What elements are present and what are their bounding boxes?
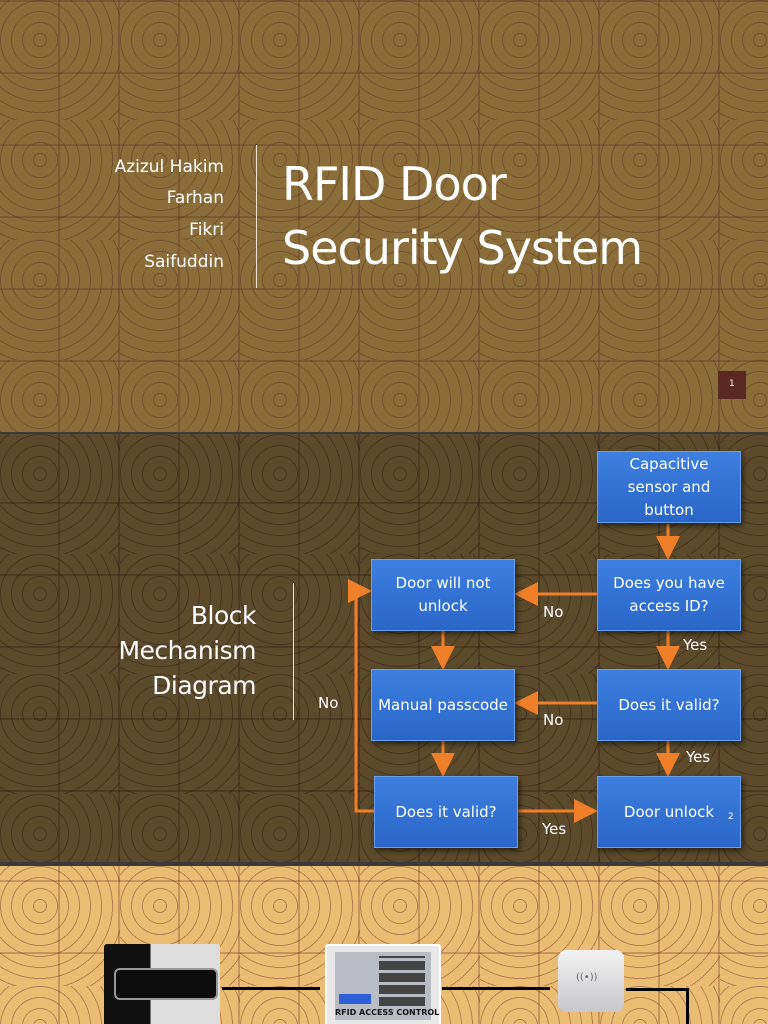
keypad-panel: RFID ACCESS CONTROL	[335, 952, 440, 1020]
connector-arrow	[442, 987, 550, 990]
door-handle	[114, 968, 218, 1000]
connector-line	[626, 988, 686, 991]
slide-1[interactable]: Azizul Hakim Farhan Fikri Saifuddin RFID…	[0, 0, 768, 432]
edge-label-yes: Yes	[686, 748, 711, 766]
slide-number-badge	[718, 371, 746, 399]
arrow-no-manual-loop	[348, 579, 374, 813]
node-have-access-id: Does you have access ID?	[597, 559, 741, 631]
author-name: Azizul Hakim	[114, 157, 224, 177]
slide-3[interactable]: RFID ACCESS CONTROL ((•))	[0, 866, 768, 1024]
edge-label-no: No	[318, 694, 339, 712]
connector-arrow	[222, 987, 320, 990]
node-capacitive-sensor: Capacitive sensor and button	[597, 451, 741, 523]
node-manual-passcode: Manual passcode	[371, 669, 515, 741]
divider	[256, 145, 257, 288]
door-lock-image	[104, 944, 220, 1024]
edge-label-yes: Yes	[542, 820, 567, 838]
slide-number: 1	[729, 379, 735, 389]
title-line: Mechanism	[118, 636, 256, 665]
divider	[293, 583, 294, 720]
title-line: Diagram	[152, 671, 256, 700]
node-id-valid: Does it valid?	[597, 669, 741, 741]
slide-title: RFID Door Security System	[282, 152, 643, 280]
title-line: Block	[190, 601, 257, 630]
author-name: Saifuddin	[144, 252, 224, 272]
keypad-keys	[379, 956, 425, 1006]
wireless-icon: ((•))	[576, 972, 598, 983]
connector-line	[686, 988, 689, 1024]
edge-label-no: No	[543, 711, 564, 729]
slide-title: Block Mechanism Diagram	[118, 598, 256, 703]
keypad-label: RFID ACCESS CONTROL	[335, 1008, 440, 1017]
rfid-reader-image: ((•))	[558, 950, 624, 1012]
edge-label-yes: Yes	[683, 636, 708, 654]
node-door-unlock: Door unlock	[597, 776, 741, 848]
keypad-display	[339, 994, 371, 1004]
slide-number: 2	[728, 812, 734, 822]
keypad-image: RFID ACCESS CONTROL	[325, 944, 441, 1024]
node-passcode-valid: Does it valid?	[374, 776, 518, 848]
title-line: RFID Door	[282, 157, 507, 211]
node-door-not-unlock: Door will not unlock	[371, 559, 515, 631]
rfid-pattern-background	[0, 0, 768, 432]
author-name: Fikri	[189, 220, 224, 240]
title-line: Security System	[282, 221, 643, 275]
author-name: Farhan	[166, 188, 224, 208]
edge-label-no: No	[543, 603, 564, 621]
